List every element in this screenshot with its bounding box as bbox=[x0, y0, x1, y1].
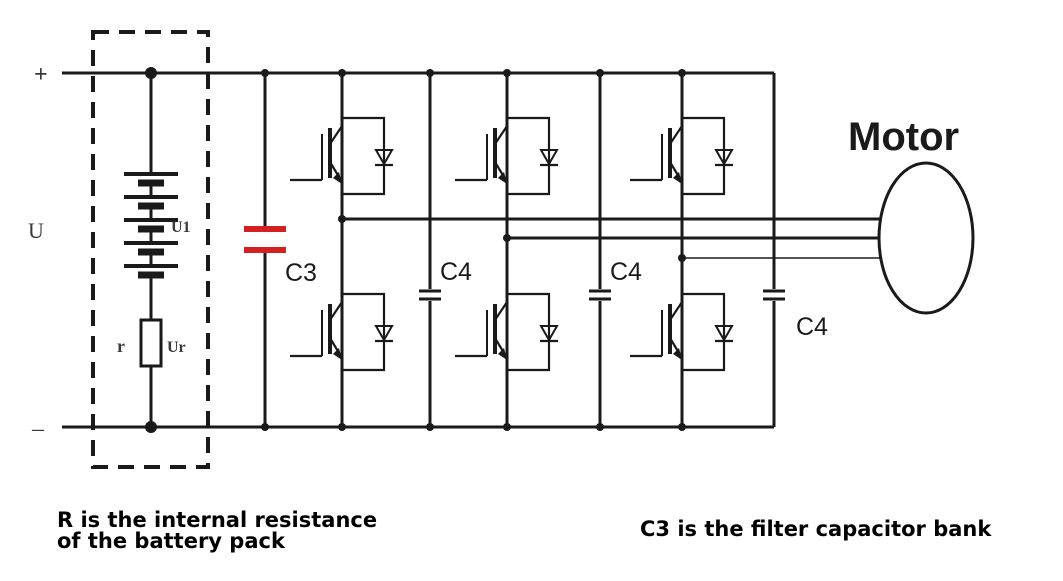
internal-resistance-note: R is the internal resistance of the batt… bbox=[57, 510, 377, 552]
motor-label: Motor bbox=[848, 115, 959, 159]
snubber-capacitor-label: C4 bbox=[796, 313, 828, 341]
resistor-voltage-label: Ur bbox=[167, 339, 186, 356]
filter-capacitor-note: C3 is the filter capacitor bank bbox=[640, 517, 992, 541]
internal-resistor bbox=[139, 318, 163, 368]
cell-voltage-label: U1 bbox=[171, 219, 191, 236]
motor-symbol bbox=[877, 161, 975, 315]
snubber-capacitor bbox=[419, 69, 441, 431]
igbt-switch bbox=[453, 283, 560, 381]
igbt-switch bbox=[628, 107, 735, 205]
igbt-switch bbox=[628, 283, 735, 381]
voltage-label: U bbox=[28, 218, 44, 243]
resistor-label: r bbox=[117, 336, 125, 356]
internal-resistance-note-line: R is the internal resistance bbox=[57, 508, 378, 532]
snubber-capacitor-label: C4 bbox=[440, 258, 472, 286]
internal-resistance-note-line: of the battery pack bbox=[57, 529, 285, 553]
igbt-switch bbox=[453, 107, 560, 205]
positive-terminal-label: + bbox=[34, 62, 48, 88]
negative-terminal-label: – bbox=[31, 416, 45, 442]
snubber-capacitor-label: C4 bbox=[610, 258, 642, 286]
igbt-switch bbox=[288, 107, 395, 205]
snubber-capacitor bbox=[763, 73, 785, 427]
snubber-capacitor bbox=[589, 69, 611, 431]
filter-capacitor-label: C3 bbox=[285, 259, 317, 287]
battery-pack-boundary bbox=[91, 30, 210, 469]
battery-cells bbox=[124, 73, 178, 320]
igbt-switch bbox=[288, 283, 395, 381]
